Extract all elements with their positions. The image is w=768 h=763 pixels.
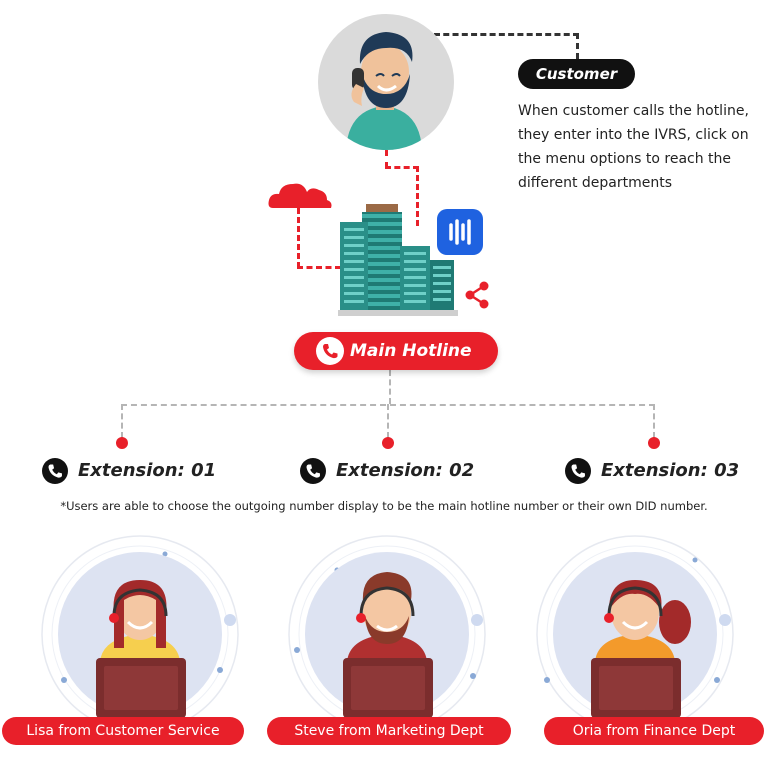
customer-to-building-line-b: [385, 166, 419, 169]
main-hotline-label: Main Hotline: [350, 341, 472, 361]
phone-icon: [42, 458, 68, 484]
building-icon: [338, 204, 458, 316]
customer-connector-h: [434, 33, 579, 36]
share-icon: [465, 281, 489, 309]
extension-node-3: [648, 437, 660, 449]
customer-description: When customer calls the hotline, they en…: [518, 103, 749, 191]
agent-label-steve[interactable]: Steve from Marketing Dept: [267, 717, 511, 745]
customer-to-building-line-c: [416, 166, 419, 226]
extension-3-label: Extension: 03: [601, 460, 740, 481]
agent-label-lisa[interactable]: Lisa from Customer Service: [2, 717, 244, 745]
ivr-app-icon[interactable]: [437, 209, 483, 255]
agent-avatar-steve: [288, 535, 486, 730]
cloud-icon: [268, 183, 332, 208]
customer-to-building-line-a: [385, 150, 388, 168]
main-hotline-button[interactable]: Main Hotline: [294, 332, 498, 370]
outgoing-number-note: *Users are able to choose the outgoing n…: [60, 499, 708, 513]
cloud-to-building-line-a: [297, 208, 300, 268]
phone-icon: [300, 458, 326, 484]
extension-1[interactable]: Extension: 01: [42, 458, 216, 484]
extension-node-1: [116, 437, 128, 449]
extension-1-label: Extension: 01: [78, 460, 217, 481]
agent-label-oria[interactable]: Oria from Finance Dept: [544, 717, 764, 745]
agent-avatar-lisa: [41, 535, 239, 730]
hotline-stem: [389, 370, 391, 404]
customer-avatar: [318, 14, 454, 150]
extension-node-2: [382, 437, 394, 449]
phone-icon: [316, 337, 344, 365]
extension-drop-2: [387, 404, 389, 438]
customer-label: Customer: [518, 59, 635, 89]
agent-avatar-oria: [536, 535, 734, 730]
extension-3[interactable]: Extension: 03: [565, 458, 739, 484]
cloud-to-building-line-b: [297, 266, 341, 269]
extension-drop-1: [121, 404, 123, 438]
extension-drop-3: [653, 404, 655, 438]
customer-connector-v: [576, 33, 579, 59]
phone-icon: [565, 458, 591, 484]
extension-2-label: Extension: 02: [336, 460, 475, 481]
extension-2[interactable]: Extension: 02: [300, 458, 474, 484]
